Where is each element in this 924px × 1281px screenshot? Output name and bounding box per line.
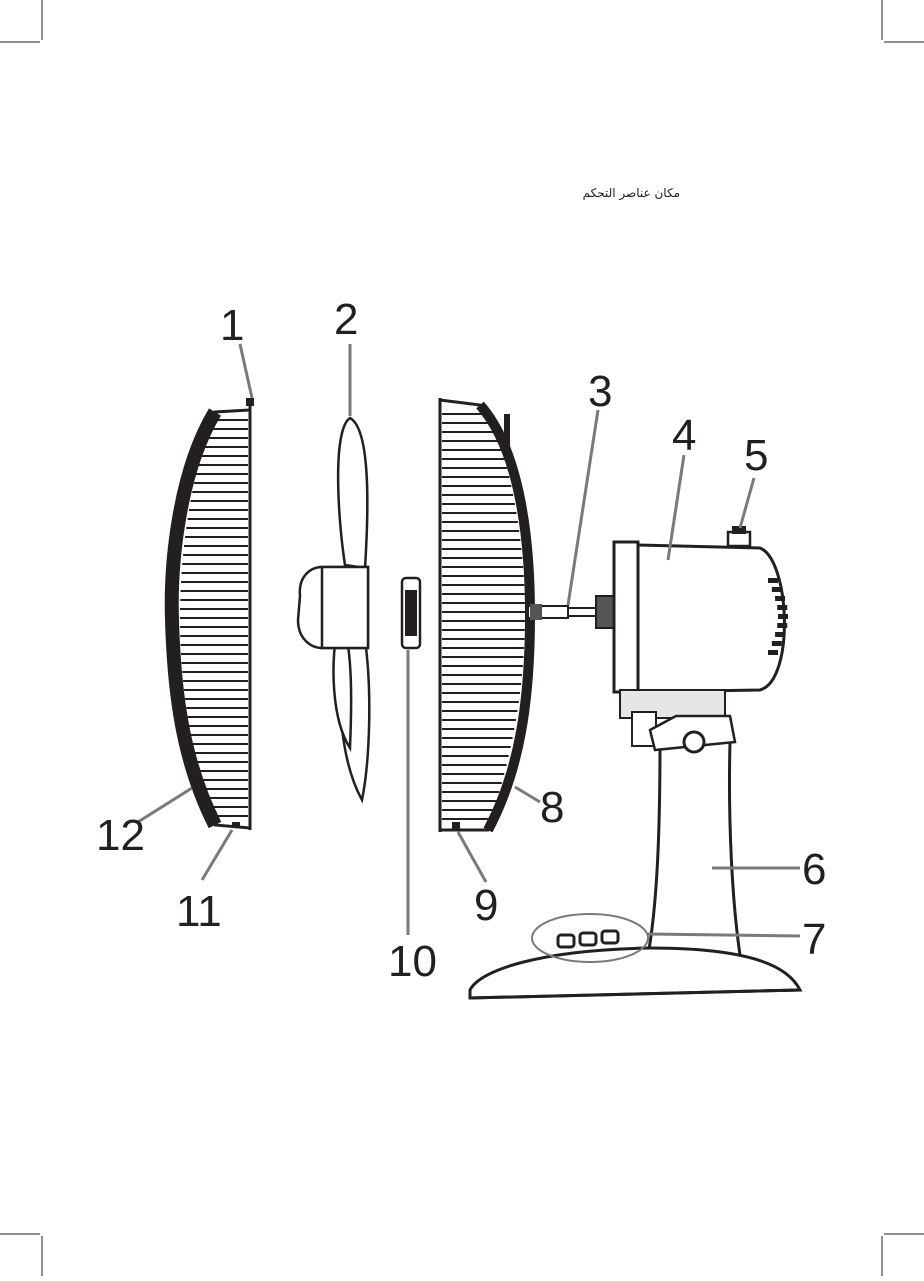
label-1: 1 (220, 301, 244, 350)
label-5: 5 (744, 431, 768, 480)
stand-column (648, 716, 740, 955)
label-10: 10 (388, 937, 437, 986)
label-6: 6 (802, 845, 826, 894)
rear-guard (440, 398, 530, 832)
label-12: 12 (96, 811, 145, 860)
controls-location-caption: مكان عناصر التحكم (560, 186, 680, 200)
label-7: 7 (802, 915, 826, 964)
label-2: 2 (334, 295, 358, 344)
oscillation-knob (728, 526, 750, 546)
label-11: 11 (176, 887, 222, 936)
blade-nut (402, 578, 420, 648)
motor-shaft (528, 596, 614, 628)
fan-blade (298, 418, 369, 800)
label-3: 3 (588, 367, 612, 416)
stand-base (470, 948, 800, 998)
label-4: 4 (672, 411, 696, 460)
label-9: 9 (474, 881, 498, 930)
front-guard (172, 398, 254, 830)
label-8: 8 (540, 783, 564, 832)
